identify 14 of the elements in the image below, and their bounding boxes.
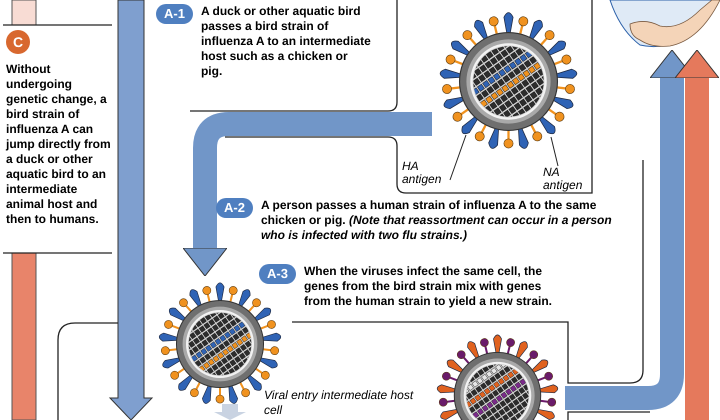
step-badge: A-3 [259, 264, 296, 284]
flow-arrow [674, 50, 720, 420]
leader-line [550, 136, 558, 166]
step-description: A person passes a human strain of influenza A to the same chicken or pig. (Note that reassortment can occur in a person who is infected with two flu strains.) [260, 198, 613, 243]
leader-line [450, 134, 466, 180]
caption-text: Viral entry intermediate host cell [264, 388, 414, 418]
step-description: A duck or other aquatic bird passes a bird strain of influenza A to an intermediate host such as a chicken or pig. [200, 4, 371, 79]
step-badge: A-1 [156, 4, 193, 24]
step-badge: C [6, 30, 30, 54]
step-description: When the viruses infect the same cell, the genes from the bird strain mix with genes from the human strain to yield a new strain. [304, 264, 553, 309]
step-badge: A-2 [216, 198, 253, 218]
antigen-label: NA antigen [543, 166, 591, 193]
antigen-label: HA antigen [402, 160, 450, 188]
step-description: Without undergoing genetic change, a bird strain of influenza A can jump directly from a duck or other aquatic bird to an intermediate animal host and then to humans. [6, 62, 112, 227]
